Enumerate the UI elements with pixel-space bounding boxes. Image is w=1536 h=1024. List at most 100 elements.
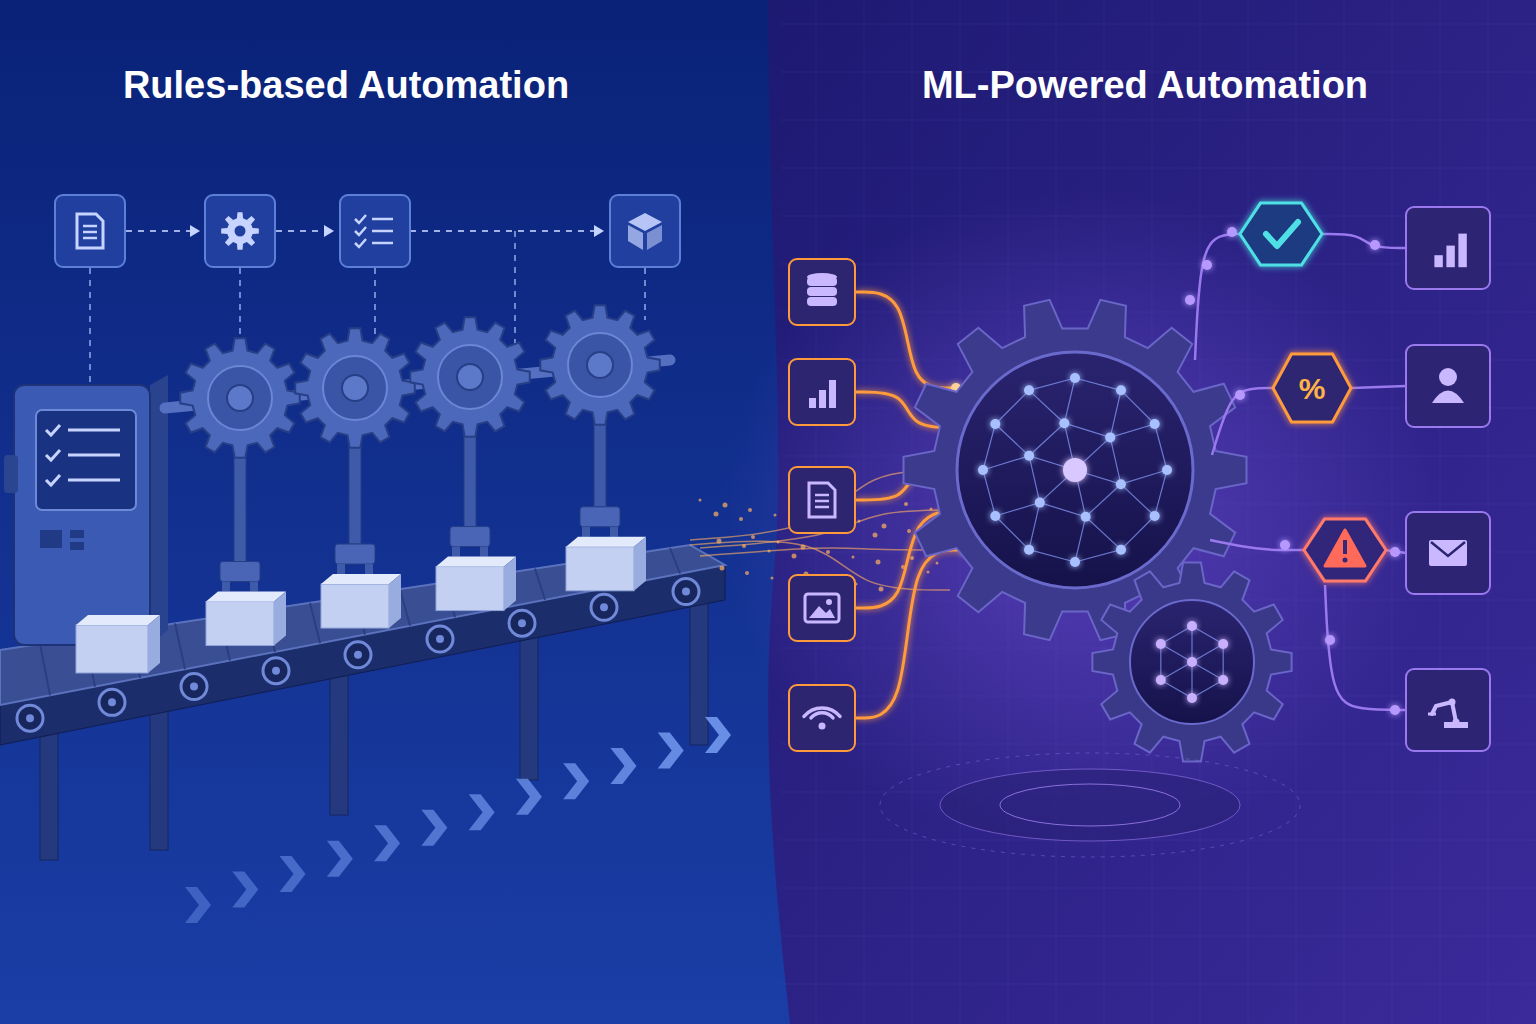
- package-box-top: [566, 537, 646, 547]
- network-link: [1155, 424, 1167, 470]
- gear: [540, 305, 660, 425]
- data-particle: [930, 508, 933, 511]
- flow-chevron: [658, 732, 684, 768]
- node-text: %: [1299, 372, 1326, 405]
- input-box: [789, 259, 855, 325]
- warning-dot: [1343, 558, 1348, 563]
- output-box: [1406, 207, 1490, 289]
- output-box: [1406, 669, 1490, 751]
- input-line: [856, 550, 962, 718]
- network-link: [995, 516, 1029, 550]
- signal-dot: [1370, 240, 1380, 250]
- output-line: [1195, 234, 1240, 360]
- roller-hub: [272, 667, 280, 675]
- belt-slat: [535, 569, 545, 600]
- network-core: [1063, 458, 1087, 482]
- package-box-side: [148, 615, 160, 673]
- input-box: [789, 575, 855, 641]
- press-head: [220, 562, 260, 582]
- flow-chevron: [421, 810, 447, 846]
- check-icon: [1266, 222, 1298, 246]
- ml-gear-small-disc: [1130, 600, 1254, 724]
- network-link: [1161, 680, 1192, 698]
- network-link: [1029, 423, 1064, 456]
- cabinet-button: [70, 530, 84, 538]
- flow-chevron: [610, 748, 636, 784]
- package-box: [206, 602, 274, 646]
- check-mark: [355, 227, 366, 235]
- network-node: [1035, 498, 1045, 508]
- ml-gear-small: [1092, 562, 1291, 761]
- cabinet: [14, 385, 150, 645]
- conveyor-leg: [520, 620, 538, 780]
- package-side: [647, 225, 662, 250]
- package-side: [628, 225, 643, 250]
- network-node: [1116, 479, 1126, 489]
- data-particle: [774, 514, 777, 517]
- gear-rim: [323, 356, 387, 420]
- platform-ring: [1000, 784, 1180, 826]
- package-box-top: [436, 557, 516, 567]
- cabinet-side: [150, 375, 168, 645]
- data-particle: [882, 524, 887, 529]
- cabinet-screen: [36, 410, 136, 510]
- network-node: [1105, 432, 1115, 442]
- network-link: [1064, 423, 1110, 437]
- title-text: Rules-based Automation: [123, 64, 569, 107]
- gear: [180, 338, 300, 458]
- network-link: [1029, 378, 1075, 390]
- network-node: [1070, 373, 1080, 383]
- conveyor-roller: [509, 610, 535, 636]
- roller-hub: [518, 619, 526, 627]
- network-node: [1024, 385, 1034, 395]
- conveyor-roller: [427, 626, 453, 652]
- data-particle: [720, 566, 725, 571]
- data-particle: [714, 512, 719, 517]
- document-line: [83, 237, 97, 240]
- data-particle: [777, 541, 780, 544]
- data-particle: [910, 556, 914, 560]
- package-box-side: [504, 557, 516, 611]
- data-particle: [801, 545, 806, 550]
- conveyor-roller: [99, 689, 125, 715]
- robot-gripper: [1428, 713, 1436, 716]
- screen-check: [46, 425, 60, 435]
- platform-ring: [940, 769, 1240, 841]
- document-line: [83, 225, 97, 228]
- arrow-head: [190, 225, 200, 237]
- section-title: ML-Powered Automation: [922, 64, 1368, 107]
- conveyor-roller: [263, 658, 289, 684]
- flow-chevron: [280, 856, 306, 892]
- network-link: [1064, 378, 1075, 423]
- network-node: [1116, 545, 1126, 555]
- flow-chevron: [563, 763, 589, 799]
- press-head: [335, 544, 375, 564]
- screen-check: [46, 475, 60, 485]
- check-mark: [355, 215, 366, 223]
- mail-envelope: [1429, 540, 1467, 566]
- dashed-guide: [644, 268, 646, 320]
- gear-icon-hole: [235, 226, 246, 237]
- network-link: [1223, 644, 1224, 680]
- list-line: [372, 218, 393, 221]
- image-mountain: [809, 606, 835, 618]
- data-particle: [771, 577, 774, 580]
- output-line: [1352, 386, 1406, 388]
- data-particle: [907, 529, 911, 533]
- network-link: [1160, 644, 1161, 680]
- gear-rim: [568, 333, 632, 397]
- data-particle: [927, 571, 930, 574]
- data-particle: [879, 587, 884, 592]
- list-line: [372, 230, 393, 233]
- roller-hub: [108, 698, 116, 706]
- output-box: [1406, 345, 1490, 427]
- arrow-head: [594, 225, 604, 237]
- warning-bar: [1343, 540, 1347, 554]
- cabinet-button: [70, 542, 84, 550]
- roller-hub: [600, 603, 608, 611]
- network-link: [1161, 662, 1192, 680]
- network-node: [1162, 465, 1172, 475]
- dashed-arrow: [410, 230, 600, 232]
